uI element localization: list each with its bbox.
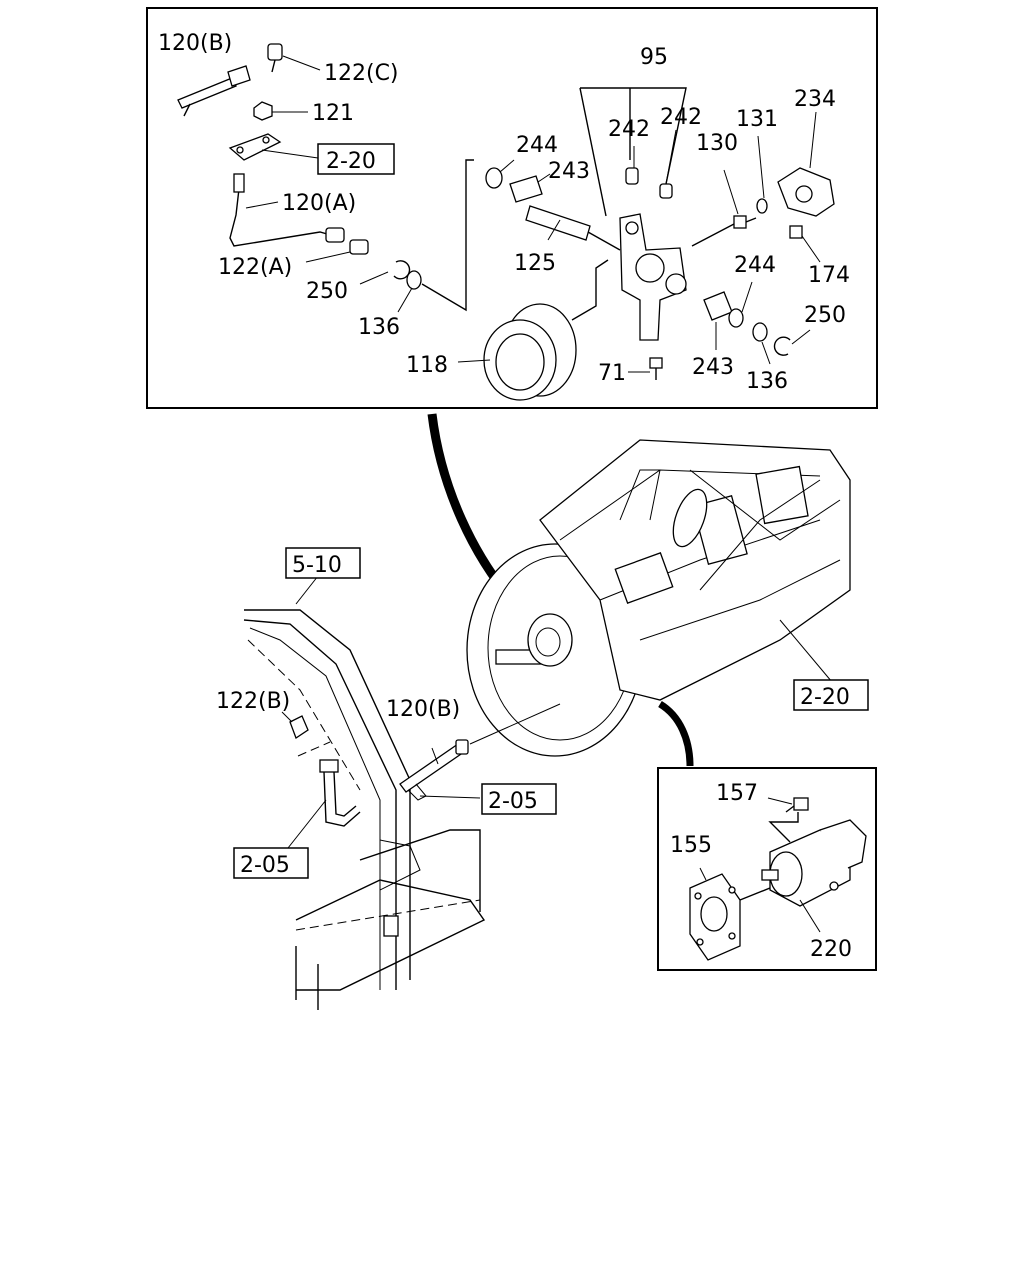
part-120b-pipe [177, 65, 251, 117]
ref-box-2-20-top [317, 143, 395, 175]
label-250-right: 250 [804, 303, 846, 328]
flex-hose [287, 759, 361, 849]
label-122b: 122(B) [216, 689, 290, 714]
part-120a-pipe [229, 173, 345, 247]
label-131: 131 [736, 107, 778, 132]
ref-2-05-left[interactable]: 2-05 [240, 853, 290, 878]
part-244-seal-right [728, 281, 753, 328]
part-122b-fitting [281, 711, 331, 757]
label-122c: 122(C) [324, 61, 399, 86]
label-243-bottom: 243 [692, 355, 734, 380]
part-220-switch [761, 819, 867, 933]
label-243-top: 243 [548, 159, 590, 184]
label-71: 71 [598, 361, 626, 386]
label-250-left: 250 [306, 279, 348, 304]
label-136-right: 136 [746, 369, 788, 394]
ref-box-5-10 [285, 547, 361, 579]
part-clip [228, 133, 319, 161]
bottom-detail-panel: 157 155 220 [657, 767, 877, 971]
label-122a: 122(A) [218, 255, 292, 280]
label-95: 95 [640, 45, 668, 70]
part-244-seal-left [485, 159, 515, 189]
part-131-washer [756, 135, 768, 214]
label-155: 155 [670, 833, 712, 858]
bottom-leader-curve [658, 700, 694, 767]
part-71-bolt [628, 357, 663, 380]
part-136-washer-right [752, 322, 771, 365]
part-234-bracket [777, 111, 835, 217]
label-220: 220 [810, 937, 852, 962]
part-155-gasket [689, 867, 791, 961]
chassis-frame [243, 575, 486, 1010]
ref-box-2-05-right [481, 783, 557, 815]
label-121: 121 [312, 101, 354, 126]
part-122a-fitting [305, 239, 369, 263]
part-174-bolt [789, 225, 821, 263]
label-130: 130 [696, 131, 738, 156]
label-174: 174 [808, 263, 850, 288]
label-244-right: 244 [734, 253, 776, 278]
ref-box-2-20-main [793, 679, 869, 711]
part-250-snap-ring-right [773, 329, 811, 356]
part-242-pins [625, 129, 677, 199]
ref-2-05-right[interactable]: 2-05 [488, 789, 538, 814]
part-250-snap-ring-left [359, 260, 411, 285]
ref-box-2-05-left [233, 847, 309, 879]
part-121-nut [253, 101, 308, 121]
label-120b-main: 120(B) [386, 697, 460, 722]
part-release-fork [619, 213, 687, 341]
label-157: 157 [716, 781, 758, 806]
part-157-bolt [767, 797, 809, 843]
part-118-bearing [457, 259, 609, 401]
label-244-left: 244 [516, 133, 558, 158]
ref-2-20-main[interactable]: 2-20 [800, 685, 850, 710]
part-136-washer-left [397, 159, 474, 313]
label-120a: 120(A) [282, 191, 356, 216]
label-118: 118 [406, 353, 448, 378]
label-136-left: 136 [358, 315, 400, 340]
label-234: 234 [794, 87, 836, 112]
ref-2-20-top[interactable]: 2-20 [326, 149, 376, 174]
part-125-shaft [525, 205, 621, 251]
part-120b-pipe-main [399, 739, 481, 801]
part-130-bolt [691, 169, 757, 247]
part-95-bracket [579, 87, 687, 217]
transmission-assembly [466, 439, 851, 757]
part-243-bushing-top [509, 173, 551, 203]
part-122c-elbow [267, 43, 321, 73]
label-120b-top: 120(B) [158, 31, 232, 56]
label-242-a: 242 [608, 117, 650, 142]
release-bearing [527, 613, 573, 667]
label-125: 125 [514, 251, 556, 276]
top-detail-panel: 120(B) 122(C) 121 2-20 120(A) 122(A) 250… [146, 7, 878, 409]
ref-5-10[interactable]: 5-10 [292, 553, 342, 578]
label-242-b: 242 [660, 105, 702, 130]
